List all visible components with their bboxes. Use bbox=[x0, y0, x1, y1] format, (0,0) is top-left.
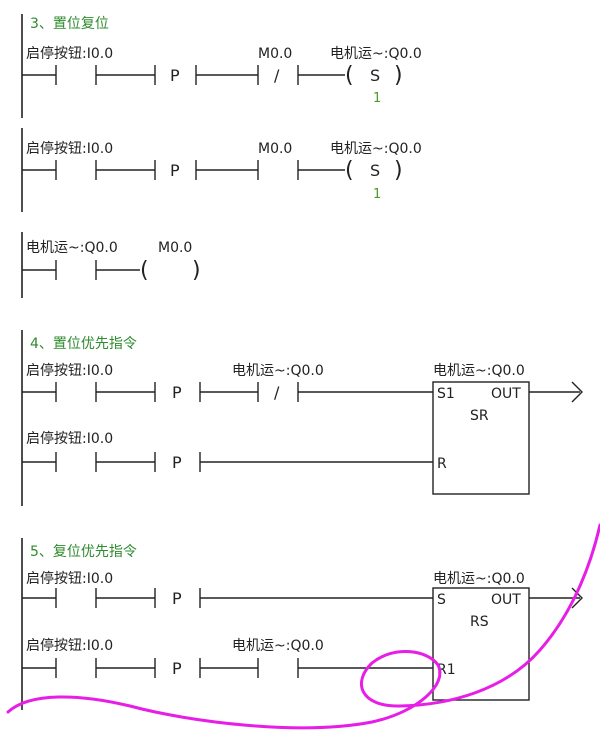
s3-r3-contact-label: 电机运~:Q0.0 bbox=[26, 240, 118, 256]
s3-r2-p-symbol: P bbox=[170, 161, 180, 180]
s3-r2-contact-b-label: M0.0 bbox=[258, 141, 292, 157]
s4-r2-contact-a-label: 启停按钮:I0.0 bbox=[26, 430, 113, 447]
s4-r1-contact-b-label: 电机运~:Q0.0 bbox=[232, 363, 324, 379]
s3-r1-p-symbol: P bbox=[170, 66, 180, 85]
s3-r2-coil-count: 1 bbox=[373, 187, 381, 202]
section-5-title: 5、复位优先指令 bbox=[30, 543, 137, 560]
s4-r1-wires bbox=[22, 382, 433, 402]
section-3-title: 3、置位复位 bbox=[30, 15, 109, 32]
s3-r2-coil-left: ( bbox=[345, 158, 354, 183]
s4-r2-p-symbol: P bbox=[172, 453, 182, 472]
rs-block-output: OUT bbox=[491, 592, 521, 608]
s5-r2-wires bbox=[22, 658, 433, 678]
rs-block-input-s: S bbox=[437, 592, 446, 608]
s3-r1-contact-a-label: 启停按钮:I0.0 bbox=[26, 45, 113, 62]
s3-r2-coil-label: 电机运~:Q0.0 bbox=[330, 141, 422, 157]
sr-block-output: OUT bbox=[491, 386, 521, 402]
s3-r3-wires bbox=[22, 260, 140, 280]
s4-r1-contact-a-label: 启停按钮:I0.0 bbox=[26, 362, 113, 379]
s5-block-label: 电机运~:Q0.0 bbox=[433, 571, 525, 587]
sr-block-input-r: R bbox=[437, 456, 447, 472]
sr-block-name: SR bbox=[470, 408, 489, 424]
s3-r3-coil-label: M0.0 bbox=[158, 240, 192, 256]
s5-output-wire bbox=[529, 587, 583, 609]
s4-block-label: 电机运~:Q0.0 bbox=[433, 363, 525, 379]
rs-block-name: RS bbox=[470, 614, 489, 630]
annotation-stroke bbox=[6, 523, 600, 730]
s5-r1-p-symbol: P bbox=[172, 589, 182, 608]
s5-r2-p-symbol: P bbox=[172, 659, 182, 678]
s3-r1-wires bbox=[22, 65, 345, 85]
s3-r1-contact-b-label: M0.0 bbox=[258, 46, 292, 62]
s3-r1-coil-left: ( bbox=[345, 63, 354, 88]
s3-r2-coil-symbol: S bbox=[370, 161, 380, 180]
s3-r1-coil-count: 1 bbox=[373, 91, 381, 106]
s4-r1-negate-symbol: / bbox=[274, 383, 280, 402]
s5-r2-contact-a-label: 启停按钮:I0.0 bbox=[26, 637, 113, 654]
s3-r3-coil-left: ( bbox=[140, 258, 149, 283]
rs-block bbox=[432, 587, 530, 701]
s4-output-wire bbox=[529, 381, 583, 403]
s3-r3-coil-right: ) bbox=[192, 258, 201, 283]
s3-r1-coil-right: ) bbox=[394, 63, 403, 88]
rs-block-input-r1: R1 bbox=[437, 662, 456, 678]
section-4-title: 4、置位优先指令 bbox=[30, 336, 137, 352]
s5-r2-contact-b-label: 电机运~:Q0.0 bbox=[232, 638, 324, 654]
s3-r2-wires bbox=[22, 160, 345, 180]
s4-r2-wires bbox=[22, 452, 433, 472]
sr-block-input-s1: S1 bbox=[437, 386, 455, 402]
s3-r2-coil-right: ) bbox=[394, 158, 403, 183]
s4-r1-p-symbol: P bbox=[172, 383, 182, 402]
s3-r1-coil-symbol: S bbox=[370, 66, 380, 85]
s5-r1-contact-a-label: 启停按钮:I0.0 bbox=[26, 570, 113, 587]
sr-block bbox=[432, 381, 530, 495]
s3-r2-contact-a-label: 启停按钮:I0.0 bbox=[26, 140, 113, 157]
s5-r1-wires bbox=[22, 588, 433, 608]
s3-r1-coil-label: 电机运~:Q0.0 bbox=[330, 46, 422, 62]
s3-r1-negate-symbol: / bbox=[274, 66, 280, 85]
